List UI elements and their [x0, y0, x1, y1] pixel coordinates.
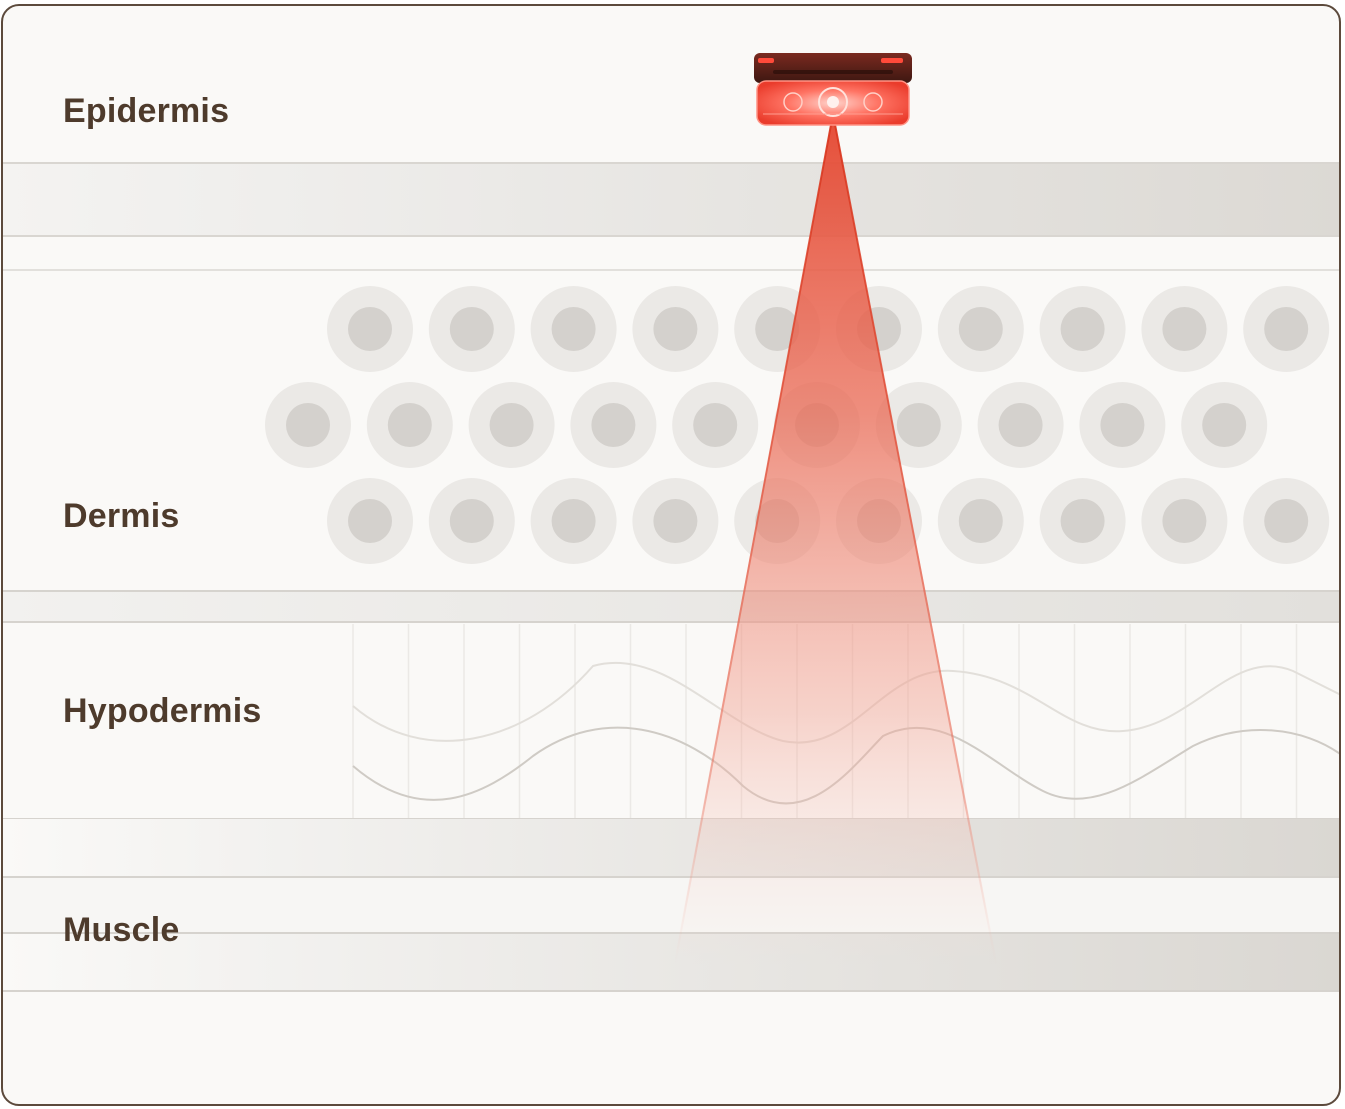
dermis-cell [937, 478, 1024, 564]
dermis-cell [530, 478, 617, 564]
dermis-cell [327, 286, 413, 372]
dermis-cell [672, 382, 759, 468]
dermis-cell [570, 382, 657, 468]
muscle-bands [3, 819, 1339, 992]
dermis-cell [1039, 478, 1126, 564]
skin-diagram-frame: Epidermis Dermis Hypodermis Muscle [1, 4, 1341, 1106]
red-light-beam [673, 113, 998, 966]
hypodermis-grid [352, 624, 1298, 819]
dermis-cell [428, 286, 515, 372]
dermis-cell [327, 478, 413, 564]
skin-layers-illustration [3, 53, 1339, 992]
dermis-cell [366, 382, 453, 468]
dermis-cell [632, 478, 719, 564]
label-dermis: Dermis [63, 497, 180, 535]
label-hypodermis: Hypodermis [63, 692, 262, 730]
label-epidermis: Epidermis [63, 92, 230, 130]
dermis-cell [530, 286, 617, 372]
dermis-cell [1079, 382, 1166, 468]
dermis-cell [468, 382, 555, 468]
dermis-cell [1141, 286, 1228, 372]
dermis-cell [265, 382, 351, 468]
dermis-cell [1181, 382, 1268, 468]
dermis-cell [1141, 478, 1228, 564]
red-light-therapy-device-icon [754, 53, 912, 126]
epidermis-band [3, 162, 1339, 271]
dermis-cell [977, 382, 1064, 468]
dermis-cell [632, 286, 719, 372]
dermis-cell [937, 286, 1024, 372]
label-muscle: Muscle [63, 911, 180, 949]
dermis-cells [265, 286, 1330, 564]
dermis-lower-band [3, 590, 1339, 623]
dermis-cell [1243, 286, 1330, 372]
dermis-cell [1243, 478, 1330, 564]
dermis-cell [428, 478, 515, 564]
dermis-cell [1039, 286, 1126, 372]
